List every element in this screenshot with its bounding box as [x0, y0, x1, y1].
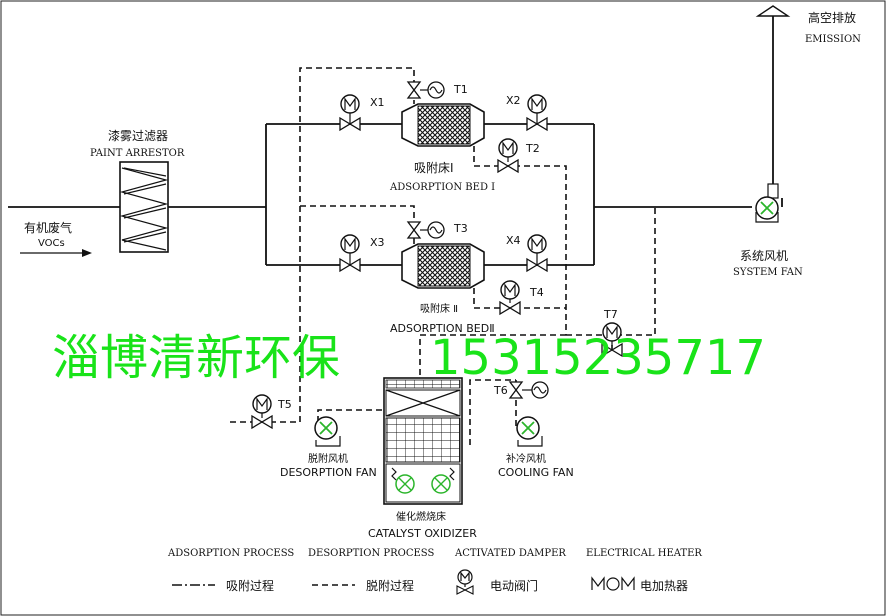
adsorption-bed-2	[401, 243, 485, 289]
cooling-fan	[516, 416, 543, 447]
damper-x1[interactable]	[339, 94, 361, 132]
catalyst-oxidizer	[383, 377, 463, 505]
tag-t3: T3	[453, 222, 468, 235]
tag-t4: T4	[529, 286, 544, 299]
damper-t5[interactable]	[251, 394, 273, 430]
paint-arrestor-label-en: PAINT ARRESTOR	[90, 148, 185, 159]
inlet-label-cn: 有机废气	[24, 220, 72, 235]
tag-t5: T5	[277, 398, 292, 411]
damper-t2[interactable]	[497, 138, 519, 174]
tag-x4: X4	[506, 234, 521, 247]
damper-t1[interactable]	[406, 81, 445, 99]
bed2-label-en: ADSORPTION BEDⅡ	[390, 322, 495, 335]
adsorption-pipes	[265, 5, 791, 266]
tag-t1: T1	[453, 83, 468, 96]
tag-x2: X2	[506, 94, 521, 107]
legend-heater-cn: 电加热器	[640, 579, 688, 593]
inlet-pipe	[8, 206, 266, 257]
damper-x2[interactable]	[526, 94, 548, 132]
legend-damper-icon	[456, 569, 474, 595]
legend-desorption-cn: 脱附过程	[366, 578, 414, 593]
bed1-label-en: ADSORPTION BED Ⅰ	[389, 182, 495, 193]
damper-t6[interactable]	[508, 381, 549, 399]
legend-adsorption-cn: 吸附过程	[226, 578, 274, 593]
paint-arrestor-label-cn: 漆雾过滤器	[108, 129, 168, 143]
tag-x1: X1	[370, 96, 385, 109]
bed2-label-cn: 吸附床 Ⅱ	[420, 302, 458, 315]
legend-damper-cn: 电动阀门	[490, 578, 538, 593]
emission-label-en: EMISSION	[805, 34, 861, 45]
adsorption-bed-1	[401, 103, 485, 147]
cooling-fan-label-cn: 补冷风机	[506, 452, 546, 465]
emission-label-cn: 高空排放	[808, 10, 856, 25]
system-fan-label-cn: 系统风机	[740, 249, 788, 263]
legend-heater-icon	[591, 576, 635, 591]
system-fan-label-en: SYSTEM FAN	[733, 267, 803, 278]
desorption-fan	[314, 416, 341, 447]
damper-x3[interactable]	[339, 234, 361, 273]
system-fan	[755, 183, 779, 223]
damper-t4[interactable]	[499, 280, 521, 316]
desorption-pipes	[230, 67, 656, 445]
paint-arrestor	[119, 161, 169, 253]
tag-t6: T6	[493, 384, 508, 397]
emission-stack-icon	[755, 5, 791, 17]
desorption-fan-label-cn: 脱附风机	[308, 452, 348, 465]
tag-t2: T2	[525, 142, 540, 155]
legend-damper-en: ACTIVATED DAMPER	[454, 548, 566, 559]
watermark-company: 淄博清新环保	[52, 330, 340, 386]
legend: ADSORPTION PROCESS DESORPTION PROCESS AC…	[167, 548, 702, 595]
tag-x3: X3	[370, 236, 385, 249]
catalyst-label-en: CATALYST OXIDIZER	[368, 527, 477, 540]
legend-heater-en: ELECTRICAL HEATER	[586, 548, 702, 559]
tag-t7: T7	[603, 308, 618, 321]
damper-x4[interactable]	[526, 234, 548, 273]
desorption-fan-label-en: DESORPTION FAN	[280, 466, 377, 479]
damper-t7[interactable]	[601, 322, 623, 358]
legend-adsorption-en: ADSORPTION PROCESS	[167, 548, 294, 559]
bed1-label-cn: 吸附床Ⅰ	[414, 161, 454, 175]
inlet-arrow-icon	[82, 249, 92, 257]
inlet-label-en: VOCs	[38, 238, 65, 249]
damper-t3[interactable]	[406, 221, 445, 239]
watermark-phone: 15315235717	[430, 330, 766, 386]
cooling-fan-label-en: COOLING FAN	[498, 466, 574, 479]
legend-desorption-en: DESORPTION PROCESS	[308, 548, 434, 559]
catalyst-label-cn: 催化燃烧床	[396, 510, 446, 523]
